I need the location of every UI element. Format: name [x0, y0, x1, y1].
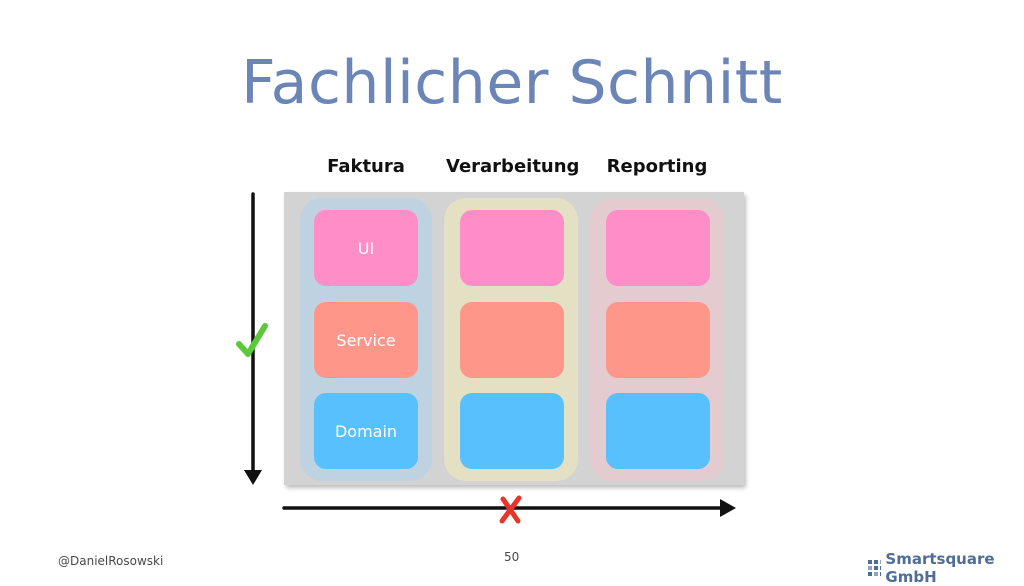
column-header-faktura: Faktura	[327, 156, 405, 177]
layer-label-ui: UI	[357, 238, 375, 258]
layer-label-domain: Domain	[334, 421, 398, 441]
vertical-arrowhead	[244, 470, 262, 485]
faktura-domain-box: Domain	[314, 393, 418, 469]
page-number: 50	[504, 550, 520, 564]
faktura-service-box: Service	[314, 302, 418, 378]
check-icon	[236, 323, 268, 357]
company-name: Smartsquare GmbH	[885, 550, 995, 586]
author-handle: @DanielRosowski	[58, 554, 164, 568]
company-logo: Smartsquare GmbH	[868, 550, 1024, 586]
verarbeitung-domain-box	[460, 393, 564, 469]
faktura-ui-box: UI	[314, 210, 418, 286]
column-header-reporting: Reporting	[606, 156, 708, 177]
slide-title: Fachlicher Schnitt	[241, 48, 783, 118]
verarbeitung-ui-box	[460, 210, 564, 286]
cross-icon	[499, 495, 522, 524]
column-header-verarbeitung: Verarbeitung	[446, 156, 580, 177]
reporting-service-box	[606, 302, 710, 378]
smartsquare-logo-icon	[868, 560, 882, 576]
reporting-ui-box	[606, 210, 710, 286]
layer-label-service: Service	[336, 330, 396, 350]
verarbeitung-service-box	[460, 302, 564, 378]
horizontal-arrowhead	[720, 499, 736, 517]
reporting-domain-box	[606, 393, 710, 469]
